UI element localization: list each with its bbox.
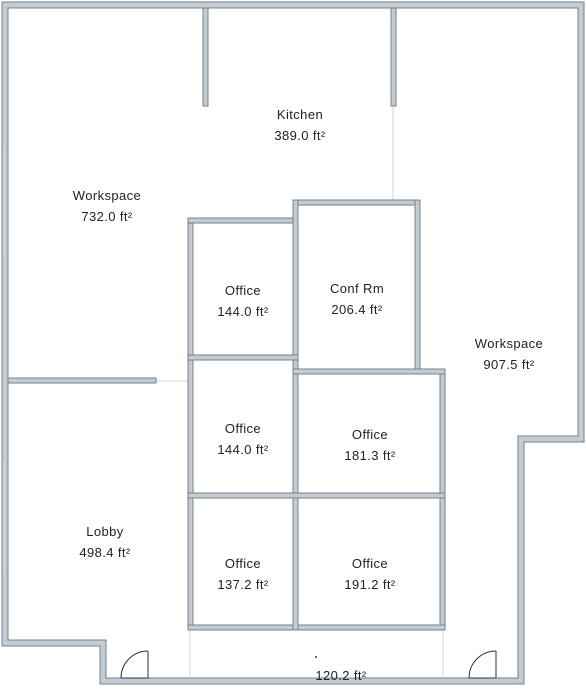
room-name: Workspace (474, 336, 544, 351)
room-label-kitchen: Kitchen 389.0 ft² (274, 104, 325, 146)
room-label-office-3: Office 181.3 ft² (344, 424, 395, 466)
room-name: Conf Rm (329, 281, 385, 296)
corridor-marker (315, 656, 317, 658)
room-name: Office (224, 283, 262, 298)
room-area: 144.0 ft² (217, 442, 269, 457)
room-label-office-2: Office 144.0 ft² (217, 418, 268, 460)
room-label-workspace-left: Workspace 732.0 ft² (73, 185, 141, 227)
thin-lines (3, 105, 444, 678)
room-name: Workspace (72, 188, 142, 203)
door-left (120, 650, 149, 679)
room-area: 120.2 ft² (315, 668, 367, 683)
room-name: Kitchen (276, 107, 324, 122)
room-area: 181.3 ft² (344, 448, 396, 463)
room-name: Lobby (86, 524, 124, 539)
room-name: Office (224, 421, 262, 436)
room-label-corridor: 120.2 ft² (315, 665, 366, 686)
room-label-office-5: Office 191.2 ft² (344, 553, 395, 595)
room-area: 137.2 ft² (217, 577, 269, 592)
room-area: 732.0 ft² (81, 209, 133, 224)
room-area: 907.5 ft² (483, 357, 535, 372)
room-label-lobby: Lobby 498.4 ft² (79, 521, 130, 563)
interior-walls (7, 7, 446, 631)
room-area: 144.0 ft² (217, 304, 269, 319)
room-label-workspace-right: Workspace 907.5 ft² (475, 333, 543, 375)
room-name: Office (224, 556, 262, 571)
room-area: 206.4 ft² (331, 302, 383, 317)
room-label-office-4: Office 137.2 ft² (217, 553, 268, 595)
room-area: 191.2 ft² (344, 577, 396, 592)
room-name: Office (351, 556, 389, 571)
room-name: Office (351, 427, 389, 442)
door-right (468, 650, 497, 679)
room-area: 389.0 ft² (274, 128, 326, 143)
room-area: 498.4 ft² (79, 545, 131, 560)
room-label-office-1: Office 144.0 ft² (217, 280, 268, 322)
room-label-conf-rm: Conf Rm 206.4 ft² (330, 278, 384, 320)
